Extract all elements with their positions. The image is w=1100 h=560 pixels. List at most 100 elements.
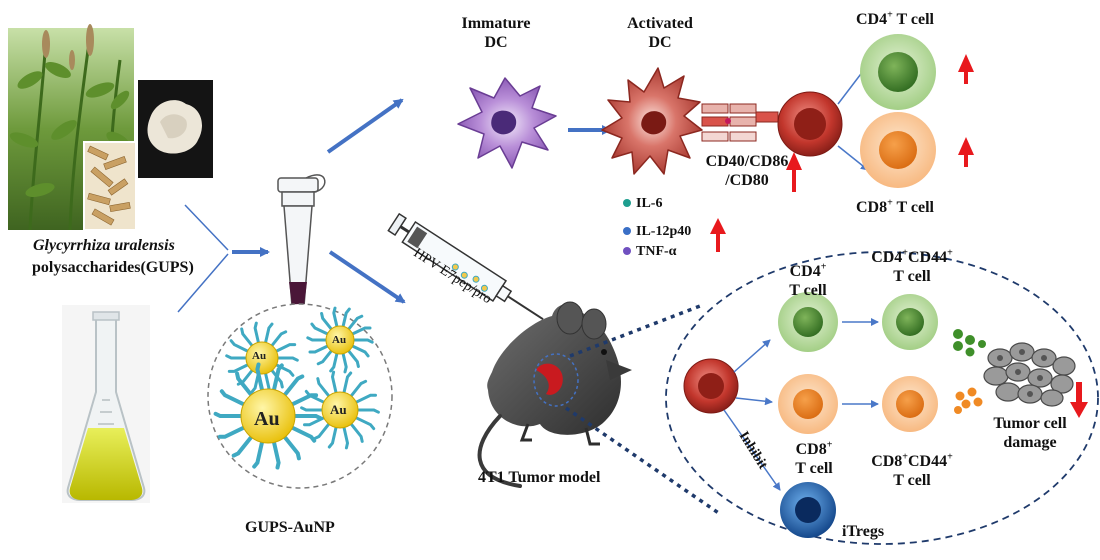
gold-nanoparticle [213,362,323,470]
cd8-t-cell-top [860,112,936,188]
species-label: Glycyrrhiza uralensis [33,237,175,254]
naive-t-cell-top [777,91,843,157]
tnf-label: TNF-α [636,244,677,259]
cd8-right-text: CD8 [795,441,827,458]
immature-dc-line1: Immature [461,15,531,32]
cd4-right-line2: T cell [789,282,827,299]
activated-dc-line1: Activated [627,15,693,32]
arrow-to-mouse [328,250,406,304]
au-label-1: Au [252,350,267,362]
au-label-4: Au [330,402,347,417]
cd4-top-text: T cell [892,11,934,28]
receptor-pairs [701,103,779,142]
cd4-top-prefix: CD4 [856,11,888,28]
activated-dc-cell [601,67,703,175]
aunp-dashed-circle [207,303,393,489]
cd4cd44-d: + [947,247,953,259]
tumor-model-label: 4T1 Tumor model [478,469,601,486]
arrow-to-cd8-right [735,397,773,406]
cd4-cd44-label: CD4+CD44+ T cell [862,248,962,286]
cd8-right-sup: + [826,439,833,451]
tumor-damage-line2: damage [1003,434,1057,451]
arrow-to-immature-dc [326,98,404,154]
cd8-top-prefix: CD8 [856,199,888,216]
tumor-damage-label: Tumor cell damage [986,414,1074,452]
polysaccharides-label: polysaccharides(GUPS) [32,259,194,276]
itregs-cell [780,482,836,538]
cd8-cd44-t-cell [882,376,938,432]
il12-dot [623,227,631,235]
gold-nanoparticle [225,321,299,395]
cd8-t-cell-right-label: CD8+ T cell [778,440,850,478]
up-arrow-cytokines [710,218,726,252]
gold-nanoparticle [300,370,380,450]
cd8-t-cell-right [778,374,838,434]
immature-dc-line2: DC [484,34,508,51]
up-arrows [710,54,974,252]
cd4-t-cell-top [860,34,936,110]
cd8-right-line2: T cell [795,460,833,477]
syringe [387,212,544,321]
cd4-top-sup: + [887,9,893,21]
cd4cd44-line2: T cell [893,268,931,285]
nanoparticle-label: GUPS-AuNP [245,519,335,536]
cd4-right-sup: + [820,261,827,273]
cd4cd44-a: CD4 [871,249,903,266]
cd4-t-cell-right [778,292,838,352]
immune-response-ellipse [665,251,1099,545]
cd4cd44-b: + [902,247,908,259]
zoom-connector-lines [565,304,721,516]
orange-granules [954,387,983,414]
cytokine-dots [623,199,631,255]
aunp-particles [213,306,380,470]
combine-lines [177,204,229,313]
il6-label: IL-6 [636,196,663,211]
cd8cd44-d: + [947,451,953,463]
green-granules [953,329,986,357]
cd4-t-cell-top-label: CD4+ T cell [856,10,934,29]
cd4-cd44-t-cell [882,294,938,350]
mouse-tumor-model [477,301,632,488]
itregs-label: iTregs [842,523,885,540]
cd8-t-cell-top-label: CD8+ T cell [856,198,934,217]
glycyrrhiza-plant-photo [8,24,137,231]
up-arrow-cd8 [958,137,974,167]
il6-dot [623,199,631,207]
activated-dc-line2: DC [648,34,672,51]
cd8-top-sup: + [887,197,893,209]
cd4cd44-c: CD44 [908,249,948,266]
inhibit-arrow [723,409,781,491]
cd8cd44-c: CD44 [908,453,948,470]
centrifuge-tube [277,174,326,315]
immature-dc-label: Immature DC [456,14,536,52]
down-arrow-tumor [1070,382,1088,418]
up-arrow-costim [786,152,802,192]
activated-dc-label: Activated DC [620,14,700,52]
immature-dc-cell [457,77,557,169]
cd8-top-text: T cell [892,199,934,216]
il12-label: IL-12p40 [636,224,692,239]
arrow-to-cd4-right [733,339,771,373]
cd4-right-text: CD4 [789,263,821,280]
gold-nanoparticle [306,306,374,374]
costim-line2: /CD80 [725,172,769,189]
costim-line1: CD40/CD86 [705,153,789,170]
flask-photo [62,305,150,503]
up-arrow-cd4 [958,54,974,84]
au-label-2: Au [332,334,347,346]
polysaccharide-powder-photo [138,80,213,178]
cd4-t-cell-right-label: CD4+ T cell [772,262,844,300]
cd8-cd44-label: CD8+CD44+ T cell [860,452,964,490]
cd8cd44-a: CD8 [871,453,903,470]
cd8cd44-line2: T cell [893,472,931,489]
tnf-dot [623,247,631,255]
au-label-3: Au [254,408,280,430]
arrow-to-cd8-top [837,145,869,171]
costim-markers-label: CD40/CD86 /CD80 [698,152,796,190]
cd8cd44-b: + [902,451,908,463]
tumor-damage-line1: Tumor cell [993,415,1067,432]
naive-t-cell-right [683,358,739,414]
tumor-cell-cluster [983,342,1076,407]
